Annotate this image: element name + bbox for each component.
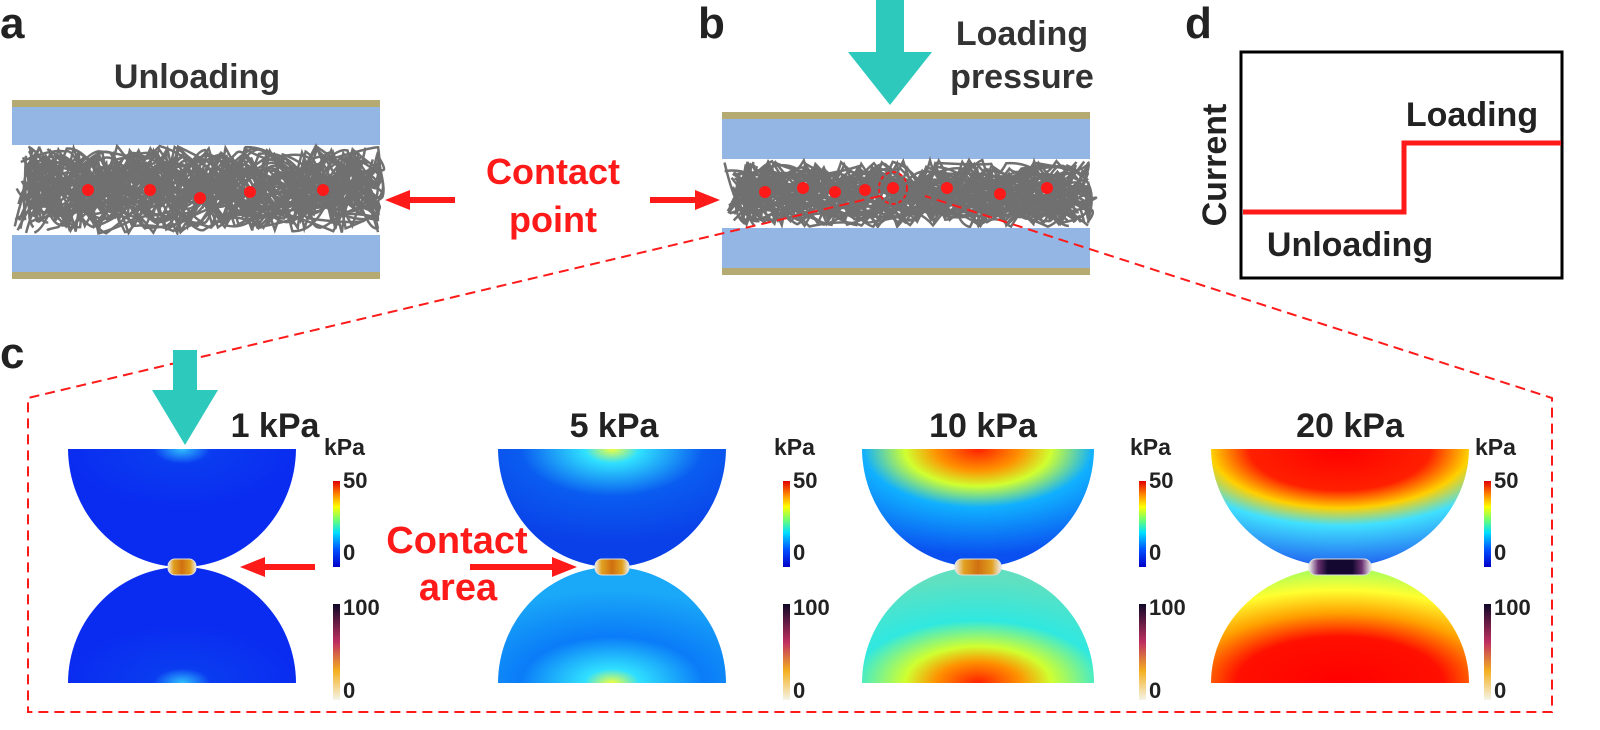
contact-colorbar xyxy=(1484,604,1491,700)
colorbar-unit: kPa xyxy=(1130,434,1171,460)
fiber xyxy=(754,159,1090,227)
colorbar-min-label: 0 xyxy=(343,678,355,703)
fiber xyxy=(19,159,380,229)
zoom-callout-frame xyxy=(27,195,1553,713)
loading-pressure-label-2: pressure xyxy=(950,58,1094,96)
zoom-region xyxy=(878,171,908,205)
pressure-title: 5 kPa xyxy=(570,407,660,445)
contact-area-map xyxy=(954,558,1002,576)
current-step-line xyxy=(1243,140,1561,215)
panel-label-d: d xyxy=(1185,0,1212,48)
panel-label-b: b xyxy=(698,0,725,48)
colorbar-max-label: 100 xyxy=(1149,595,1186,620)
contact-points xyxy=(82,184,329,204)
contact-area-map xyxy=(594,558,630,576)
top-electrode xyxy=(722,112,1090,119)
pressure-arrow-icon xyxy=(848,0,932,105)
unloading-title: Unloading xyxy=(114,58,280,96)
top-substrate xyxy=(722,119,1090,159)
lower-hemisphere-stress-map xyxy=(1211,567,1469,683)
colorbar-max-label: 100 xyxy=(793,595,830,620)
lower-hemisphere-stress-map xyxy=(498,567,726,683)
loaded-sensor xyxy=(722,112,1098,275)
stress-colorbar xyxy=(1139,481,1146,567)
top-substrate xyxy=(12,107,380,145)
fiber xyxy=(728,165,1079,224)
contact-colorbar xyxy=(1139,604,1146,700)
fiber xyxy=(37,142,382,231)
colorbar-min-label: 0 xyxy=(1494,678,1506,703)
stress-colorbar xyxy=(333,481,340,567)
current-axis-label: Current xyxy=(1196,104,1234,227)
fiber-network xyxy=(723,155,1098,230)
colorbar-max-label: 50 xyxy=(1494,468,1518,493)
arrow-left-icon xyxy=(385,190,455,210)
colorbar-max-label: 100 xyxy=(1494,595,1531,620)
fiber xyxy=(21,146,385,228)
loading-pressure-label-1: Loading xyxy=(956,15,1088,53)
upper-hemisphere-stress-map xyxy=(68,449,296,568)
fiber xyxy=(742,176,1076,229)
colorbar-min-label: 0 xyxy=(343,540,355,565)
colorbar-min-label: 0 xyxy=(793,678,805,703)
bottom-substrate xyxy=(722,228,1090,268)
contact-area-label-1: Contact xyxy=(386,520,528,562)
unloaded-sensor xyxy=(12,100,386,279)
colorbar-min-label: 0 xyxy=(1149,678,1161,703)
contact-area-label-2: area xyxy=(419,567,498,609)
top-electrode xyxy=(12,100,380,107)
contact-colorbar xyxy=(783,604,790,700)
colorbar-max-label: 50 xyxy=(793,468,817,493)
bottom-electrode xyxy=(12,272,380,279)
colorbar-min-label: 0 xyxy=(793,540,805,565)
contact-area-map xyxy=(1308,558,1372,576)
contact-point-label-2: point xyxy=(509,199,597,240)
contact-point-label-1: Contact xyxy=(486,151,620,192)
contact-colorbar xyxy=(333,604,340,700)
arrow-right-icon xyxy=(470,557,577,577)
lower-hemisphere-stress-map xyxy=(68,567,296,683)
panel-label-c: c xyxy=(0,329,24,378)
loading-state-label: Loading xyxy=(1406,96,1538,134)
simulation-panel: 20 kPa kPa 50 0 100 0 xyxy=(1211,407,1531,703)
fiber xyxy=(22,156,379,233)
stress-colorbar xyxy=(1484,481,1491,567)
simulation-panel: 10 kPa kPa 50 0 100 0 xyxy=(862,407,1186,703)
colorbar-max-label: 100 xyxy=(343,595,380,620)
upper-hemisphere-stress-map xyxy=(1211,449,1469,567)
bottom-electrode xyxy=(722,268,1090,275)
fiber xyxy=(46,144,380,231)
upper-hemisphere-stress-map xyxy=(862,449,1094,567)
contact-points xyxy=(759,182,1053,200)
colorbar-max-label: 50 xyxy=(1149,468,1173,493)
pressure-title: 10 kPa xyxy=(929,407,1038,445)
colorbar-unit: kPa xyxy=(1475,434,1516,460)
fiber xyxy=(33,144,365,234)
contact-area-map xyxy=(167,558,197,576)
pressure-title: 20 kPa xyxy=(1296,407,1405,445)
simulation-panel: 5 kPa kPa 50 0 100 0 xyxy=(498,407,830,703)
colorbar-max-label: 50 xyxy=(343,468,367,493)
fiber xyxy=(742,161,1078,225)
unloading-state-label: Unloading xyxy=(1267,226,1433,264)
fiber xyxy=(18,151,360,225)
lower-hemisphere-stress-map xyxy=(862,567,1094,683)
arrow-right-icon xyxy=(650,190,720,210)
arrow-left-icon xyxy=(240,557,315,577)
colorbar-unit: kPa xyxy=(324,434,365,460)
colorbar-min-label: 0 xyxy=(1494,540,1506,565)
pressure-title: 1 kPa xyxy=(231,407,321,445)
panel-label-a: a xyxy=(0,0,25,48)
colorbar-unit: kPa xyxy=(774,434,815,460)
upper-hemisphere-stress-map xyxy=(498,449,726,567)
pressure-arrow-icon xyxy=(152,350,218,445)
colorbar-min-label: 0 xyxy=(1149,540,1161,565)
stress-colorbar xyxy=(783,481,790,567)
bottom-substrate xyxy=(12,235,380,273)
